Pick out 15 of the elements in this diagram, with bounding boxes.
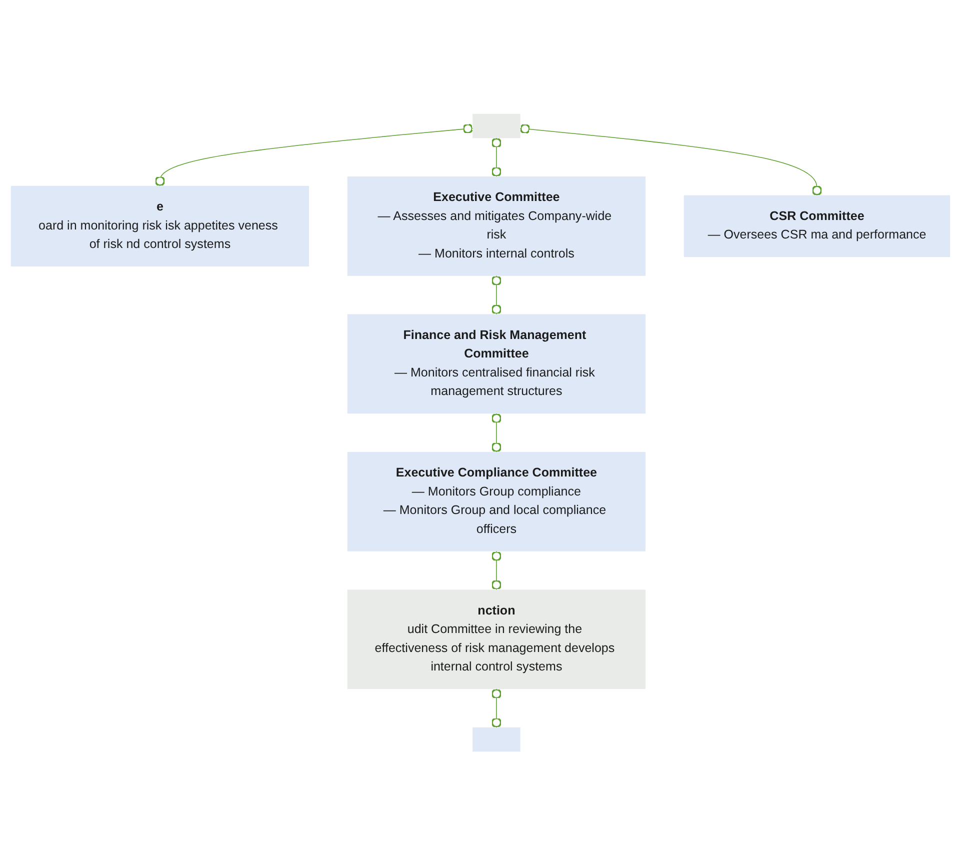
connector	[520, 123, 822, 196]
node-box: Finance and Risk Management Committee — Monitors centralised financial risk management structures	[347, 314, 646, 414]
connector	[491, 412, 502, 452]
node-box: Executive Compliance Committee — Monitors Group compliance — Monitors Group and local compliance officers	[347, 452, 646, 552]
node-box	[472, 114, 520, 138]
node-box: e oard in monitoring risk isk appetites veness of risk nd control systems	[10, 186, 310, 266]
connector	[491, 274, 502, 315]
node-box: CSR Committee — Oversees CSR ma and performance	[684, 194, 950, 257]
node-box: nction udit Committee in reviewing the effectiveness of risk management develops internal control systems	[347, 589, 646, 689]
connector	[491, 137, 502, 177]
node-box: Executive Committee — Assesses and mitigates Company-wide risk — Monitors internal controls	[347, 176, 646, 276]
connector	[491, 550, 502, 590]
node-box	[472, 727, 520, 752]
connector	[154, 123, 474, 186]
connector	[491, 688, 502, 728]
